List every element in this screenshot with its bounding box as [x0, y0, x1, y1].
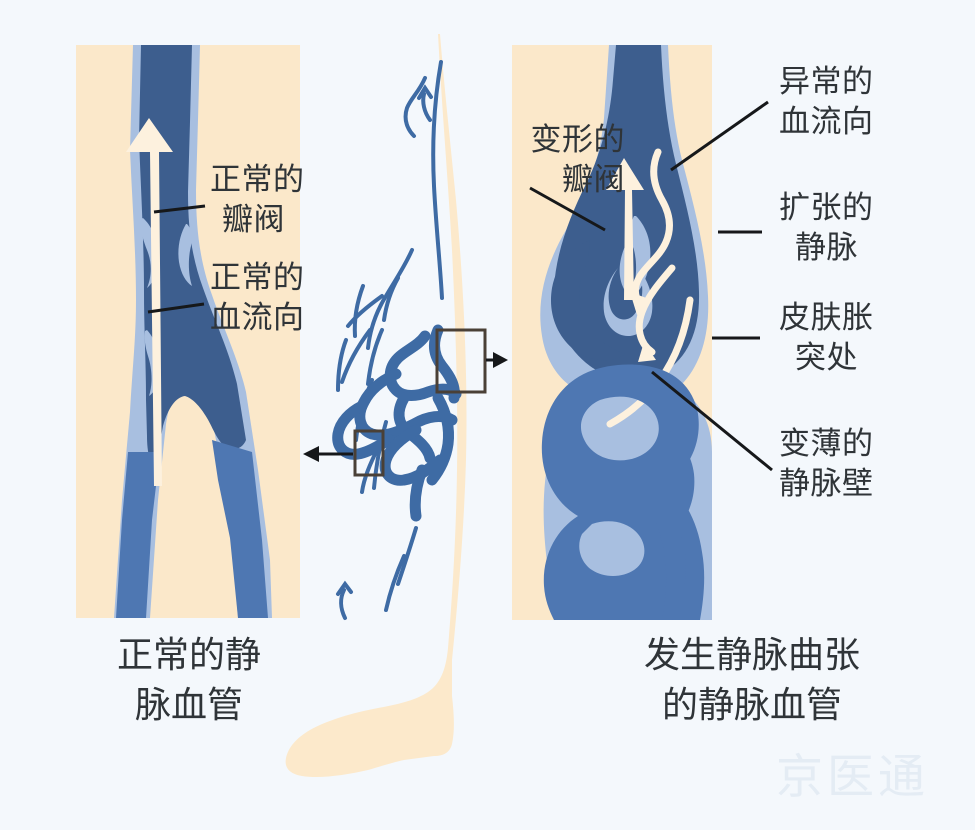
leader-line-abnormal-flow	[670, 100, 769, 172]
leader-line-normal-flow	[147, 302, 205, 314]
leg-skin-shape	[285, 34, 467, 778]
arrow-to-right-panel	[486, 352, 508, 368]
upper-detail-box[interactable]	[435, 328, 487, 394]
right-vein-tortuous-mass	[541, 364, 705, 620]
left-panel-group	[76, 45, 300, 618]
leader-line-normal-valve	[153, 204, 206, 214]
label-skin-bulge: 皮肤胀突处	[779, 300, 874, 375]
leg-vein-flow-arrows	[336, 84, 433, 620]
label-dilated-vein: 扩张的静脉	[779, 190, 874, 265]
label-abnormal-blood-flow: 异常的血流向	[779, 64, 874, 139]
label-thinned-vein-wall: 变薄的静脉壁	[779, 426, 874, 501]
label-normal-valve: 正常的瓣阀	[210, 162, 305, 237]
lower-detail-box[interactable]	[353, 429, 385, 477]
caption-normal-vein: 正常的静脉血管	[116, 634, 261, 725]
label-normal-blood-flow: 正常的血流向	[210, 260, 305, 335]
arrow-to-left-panel	[303, 446, 353, 462]
right-vein-left-bulge	[550, 240, 626, 361]
leader-line-deformed-valve	[529, 186, 606, 232]
leader-line-thinned-wall	[651, 370, 773, 472]
center-leg-group	[285, 34, 508, 778]
watermark-logo: 京医通	[776, 750, 929, 803]
left-vein-lower-branches	[116, 440, 268, 618]
caption-varicose-vein: 发生静脉曲张的静脉血管	[643, 634, 860, 725]
label-deformed-valve: 变形的瓣阀	[530, 122, 625, 197]
right-panel-group	[512, 45, 773, 620]
